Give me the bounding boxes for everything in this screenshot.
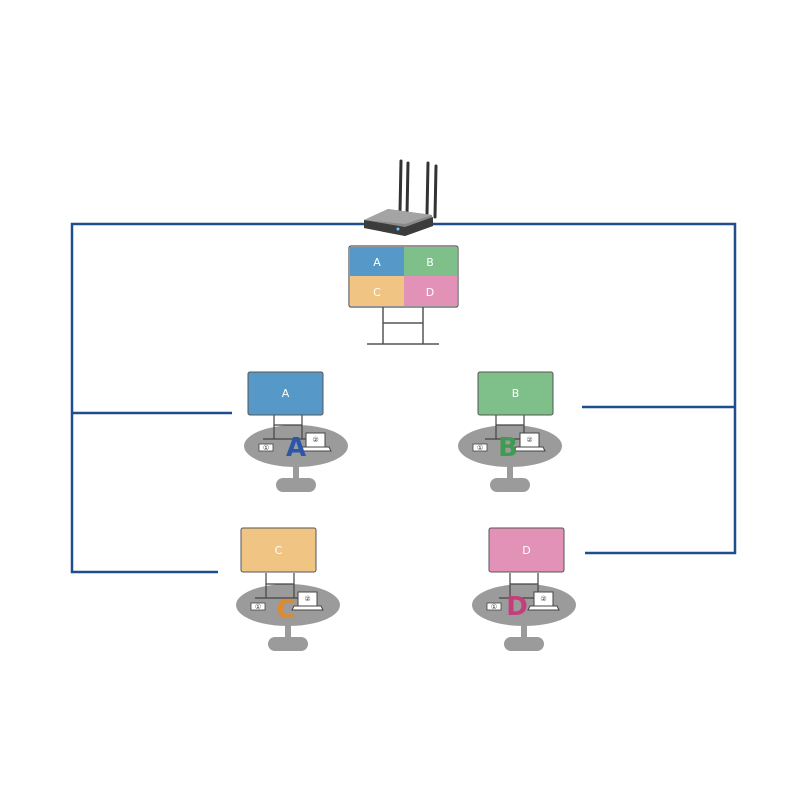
station-screen xyxy=(488,527,565,573)
station-screen xyxy=(477,371,554,416)
router-icon xyxy=(364,159,438,236)
station-base xyxy=(504,637,544,651)
source-marker-1: ① xyxy=(477,444,483,452)
main-display: A B C D xyxy=(348,245,459,345)
station-letter: B xyxy=(498,433,518,463)
source-marker-2: ② xyxy=(312,436,318,444)
source-marker-2: ② xyxy=(304,595,310,603)
source-marker-1: ① xyxy=(263,444,269,452)
main-display-quadrant-d xyxy=(404,276,457,306)
main-display-label-a: A xyxy=(373,256,381,269)
station-screen xyxy=(247,371,324,416)
connection-lines xyxy=(70,222,737,574)
station-pedestal xyxy=(521,625,527,641)
laptop-icon xyxy=(527,591,560,611)
station-base xyxy=(276,478,316,492)
station-screen xyxy=(240,527,317,573)
station-pedestal xyxy=(293,466,299,482)
station-d: D ① ② D xyxy=(472,527,576,651)
station-b: B ① ② B xyxy=(458,371,562,492)
main-display-label-c: C xyxy=(373,286,381,299)
main-display-label-b: B xyxy=(426,256,434,269)
main-display-quadrant-c xyxy=(350,276,404,306)
station-letter: A xyxy=(286,433,306,463)
source-marker-1: ① xyxy=(255,603,261,611)
station-letter: C xyxy=(276,595,295,625)
station-screen-label: C xyxy=(275,544,283,557)
main-display-quadrant-a xyxy=(350,247,404,276)
station-c: C ① ② C xyxy=(236,527,340,651)
station-a: A ① ② A xyxy=(244,371,348,492)
station-screen-label: B xyxy=(512,387,520,400)
station-pedestal xyxy=(507,466,513,482)
main-display-quadrant-b xyxy=(404,247,457,276)
main-display-label-d: D xyxy=(426,286,434,299)
station-pedestal xyxy=(285,625,291,641)
source-marker-2: ② xyxy=(540,595,546,603)
source-marker-2: ② xyxy=(526,436,532,444)
station-letter: D xyxy=(506,592,528,622)
station-base xyxy=(490,478,530,492)
link-left-trunk xyxy=(70,222,365,574)
source-marker-1: ① xyxy=(491,603,497,611)
laptop-icon xyxy=(299,432,332,452)
laptop-icon xyxy=(513,432,546,452)
laptop-icon xyxy=(291,591,324,611)
link-right-trunk xyxy=(433,222,737,555)
station-screen-label: A xyxy=(282,387,290,400)
station-screen-label: D xyxy=(522,544,530,557)
station-base xyxy=(268,637,308,651)
